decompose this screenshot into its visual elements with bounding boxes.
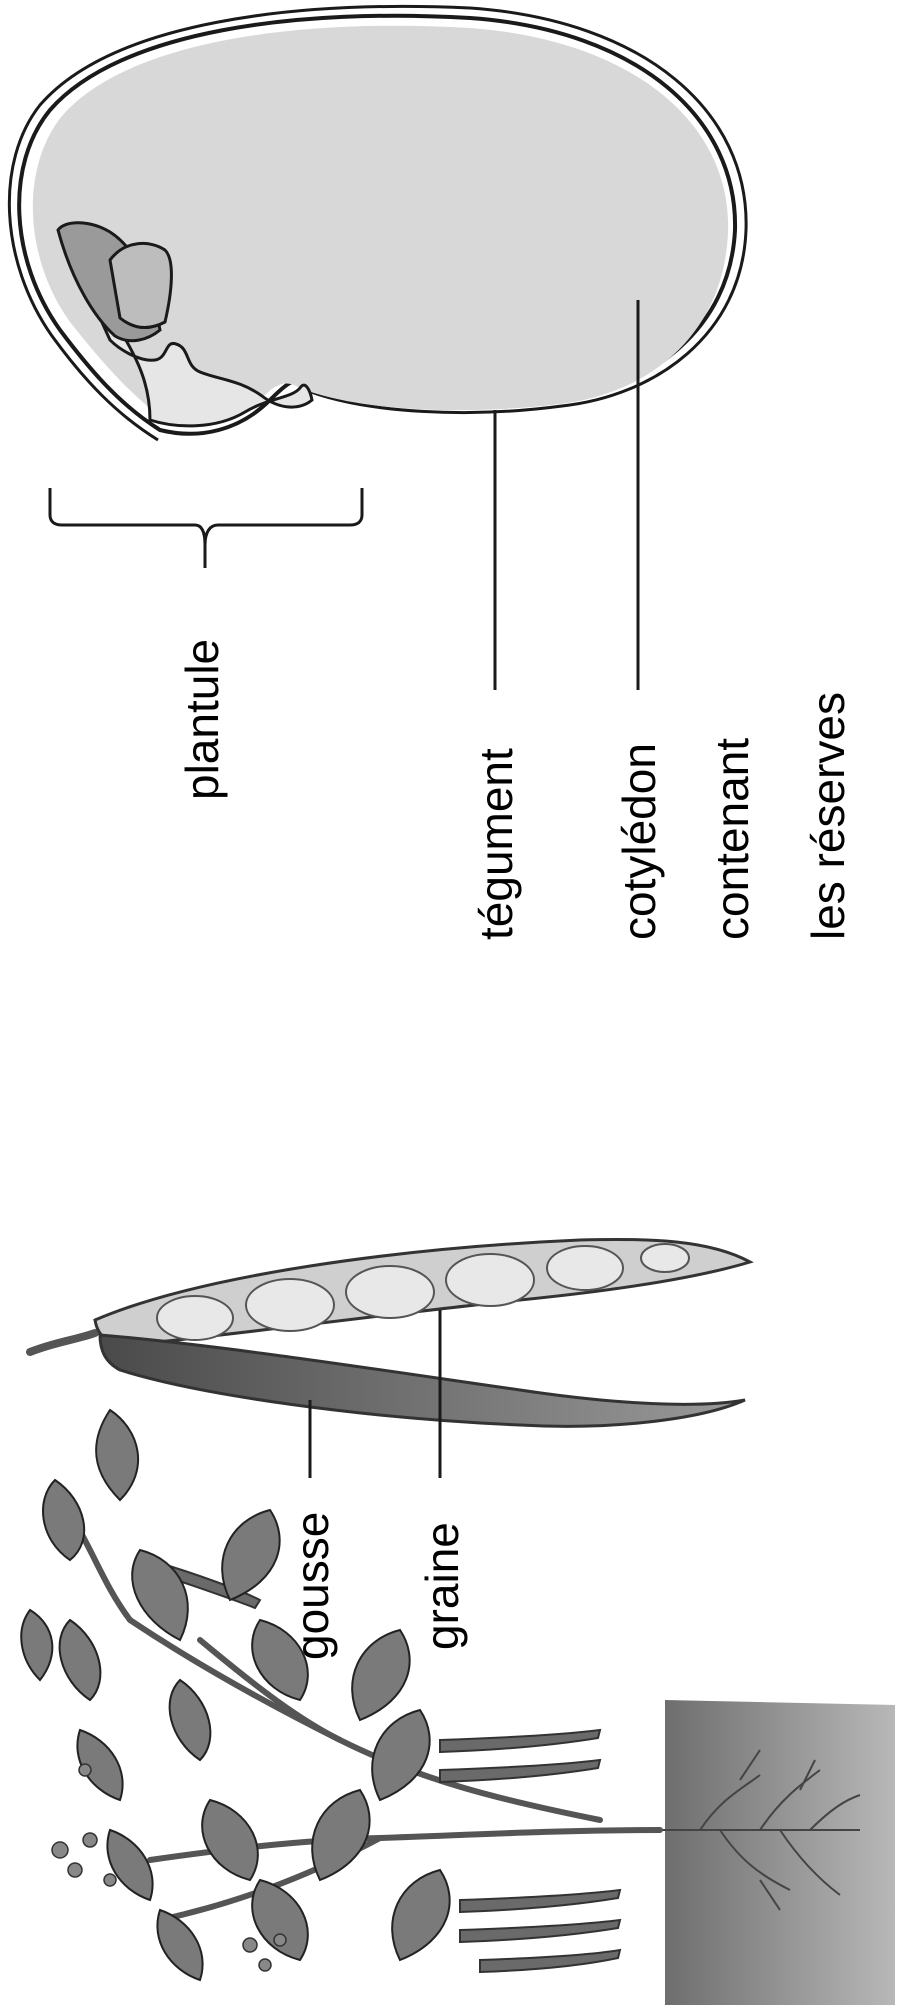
pod-lower-half	[100, 1335, 745, 1426]
label-gousse: gousse	[286, 1512, 338, 1660]
pod-seed	[246, 1279, 334, 1331]
pod-seed	[346, 1266, 434, 1318]
label-les-reserves: les réserves	[802, 692, 854, 940]
pod-seed	[641, 1244, 689, 1272]
label-plantule: plantule	[176, 639, 228, 800]
pod-stem	[30, 1333, 95, 1352]
open-bean-pod	[30, 1239, 750, 1426]
pod-seed	[446, 1254, 534, 1306]
label-tegument: tégument	[470, 748, 522, 940]
pod-seed	[547, 1246, 623, 1290]
plantule-brace	[50, 488, 362, 568]
seed-cross-section	[9, 6, 746, 440]
pod-seed	[157, 1296, 233, 1340]
soil	[665, 1700, 895, 2005]
plant-leaves	[21, 1410, 449, 1980]
label-contenant: contenant	[706, 738, 758, 940]
label-cotyledon: cotylédon	[613, 743, 665, 940]
bean-plant	[21, 1410, 895, 2005]
label-graine: graine	[416, 1522, 468, 1650]
